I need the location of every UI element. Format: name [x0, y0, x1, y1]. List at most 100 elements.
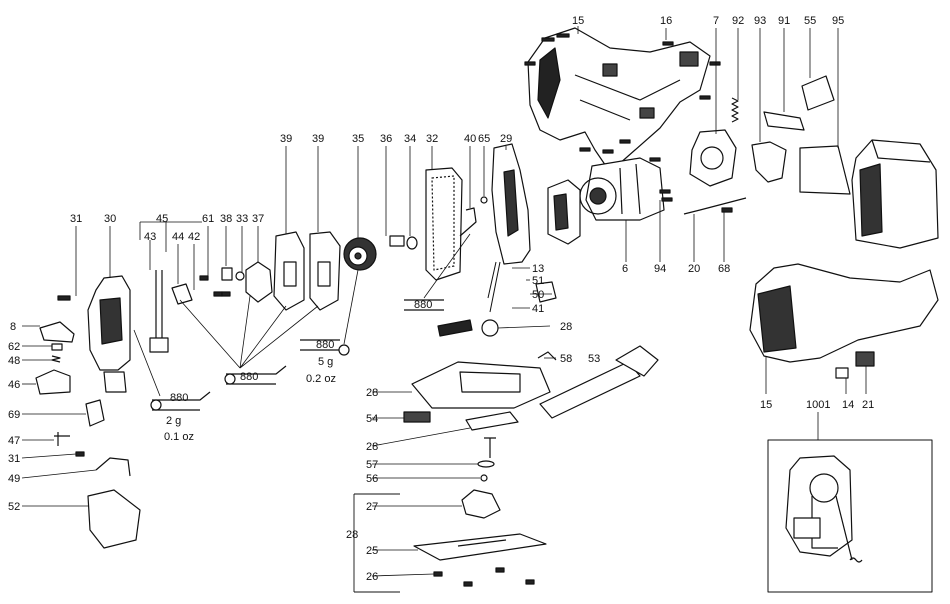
callout-7: 7 — [713, 15, 719, 27]
screw-group-26 — [433, 567, 535, 587]
group-bracket-28 — [353, 493, 400, 593]
callout-57: 57 — [366, 459, 378, 471]
callout-47: 47 — [8, 435, 20, 447]
callout-92: 92 — [732, 15, 744, 27]
callout-39b: 39 — [312, 133, 324, 145]
grease-code-large: 880 — [316, 339, 334, 351]
screw-31-lower — [75, 451, 85, 457]
gear-wheel-bore — [354, 252, 362, 260]
callout-41: 41 — [532, 303, 544, 315]
leader-28a — [497, 325, 551, 329]
callout-49: 49 — [8, 473, 20, 485]
callout-55: 55 — [804, 15, 816, 27]
grease-qty-small-oz: 0.1 oz — [164, 431, 194, 443]
spring-48-part — [51, 355, 61, 363]
callout-29: 29 — [500, 133, 512, 145]
sole-plate-25-slot — [457, 539, 507, 547]
brush-holder-bore — [700, 146, 724, 170]
callout-14: 14 — [842, 399, 854, 411]
bolt-61c — [221, 291, 231, 297]
counterweight-plate-a-slot — [283, 261, 297, 287]
part-21 — [855, 351, 875, 367]
grease-tube-mid — [226, 365, 287, 385]
dust-tube-53 — [539, 361, 641, 419]
callout-30: 30 — [104, 213, 116, 225]
callout-51: 51 — [532, 275, 544, 287]
knob-50-part — [535, 281, 557, 303]
leader-45 — [139, 221, 202, 252]
screw-group-motor — [649, 157, 673, 202]
lever-part — [459, 207, 477, 237]
callout-32: 32 — [426, 133, 438, 145]
callout-39a: 39 — [280, 133, 292, 145]
pin-68 — [721, 207, 733, 213]
leader-49 — [21, 469, 97, 479]
washer-57 — [477, 460, 495, 468]
plunger-rod-part — [155, 270, 163, 340]
callout-45: 45 — [156, 213, 168, 225]
pendulum-lever-28 — [437, 319, 473, 337]
screw-31-upper — [57, 295, 71, 301]
lubricant-notes: 880 2 g 0.1 oz 880 880 5 g 0.2 oz 880 — [164, 299, 432, 443]
callout-38: 38 — [220, 213, 232, 225]
bolt-61a — [199, 275, 209, 281]
grease-qty-small: 2 g — [166, 415, 181, 427]
part-14 — [835, 367, 849, 379]
spring-part — [731, 97, 739, 123]
callout-28a: 28 — [560, 321, 572, 333]
callout-13: 13 — [532, 263, 544, 275]
callout-42: 42 — [188, 231, 200, 243]
guide-shoe-28 — [465, 411, 519, 431]
callout-53: 53 — [588, 353, 600, 365]
callout-58: 58 — [560, 353, 572, 365]
screw-group-top — [524, 33, 721, 154]
leader-31b — [21, 453, 77, 459]
bracket-27 — [461, 489, 501, 519]
wiring-lead — [811, 496, 838, 549]
callout-50: 50 — [532, 289, 544, 301]
washer-34-part — [406, 236, 418, 250]
grease-tube-small — [152, 391, 211, 411]
clamp-part — [39, 321, 75, 343]
callout-labels: 15 16 7 92 93 91 55 95 39 39 35 36 34 32… — [8, 15, 874, 583]
wiring-diagram-outline — [785, 455, 853, 557]
housing-window — [639, 107, 655, 119]
callout-94: 94 — [654, 263, 666, 275]
bearing-part — [389, 235, 405, 247]
switch-bracket-part — [751, 141, 787, 183]
gear-housing-frame-detail — [503, 169, 519, 237]
pin-47-part — [54, 432, 70, 446]
sole-plate-25 — [413, 533, 547, 561]
grease-tube-mid-cap — [224, 373, 236, 385]
callout-31b: 31 — [8, 453, 20, 465]
plunger-rod-end — [149, 337, 169, 353]
callout-26: 26 — [366, 571, 378, 583]
grease-tube-large — [300, 339, 340, 351]
motor-part — [585, 157, 665, 221]
callout-62: 62 — [8, 341, 20, 353]
bolt-61b — [213, 291, 223, 297]
battery-pack-detail — [859, 163, 883, 237]
counterweight-plate-b — [309, 231, 341, 311]
pendulum-lever-28-ring — [481, 319, 499, 337]
dust-tube-53-end — [615, 345, 659, 377]
label-plate-part — [801, 75, 835, 111]
bolt-part — [484, 437, 496, 458]
callout-56: 56 — [366, 473, 378, 485]
callout-54: 54 — [366, 413, 378, 425]
grease-leader-top — [423, 233, 471, 299]
leader-26 — [371, 573, 435, 577]
counterweight-plate-b-slot — [317, 261, 331, 287]
wiring-ac-symbol — [849, 557, 863, 563]
housing-window — [679, 51, 699, 67]
callout-46: 46 — [8, 379, 20, 391]
callout-34: 34 — [404, 133, 416, 145]
callout-40: 40 — [464, 133, 476, 145]
motor-rib — [619, 163, 641, 215]
callout-15: 15 — [572, 15, 584, 27]
callout-33: 33 — [236, 213, 248, 225]
leader-28c — [371, 427, 471, 447]
clip-58 — [537, 351, 557, 361]
roller-69-part — [85, 399, 105, 427]
battery-top-face — [871, 139, 931, 163]
